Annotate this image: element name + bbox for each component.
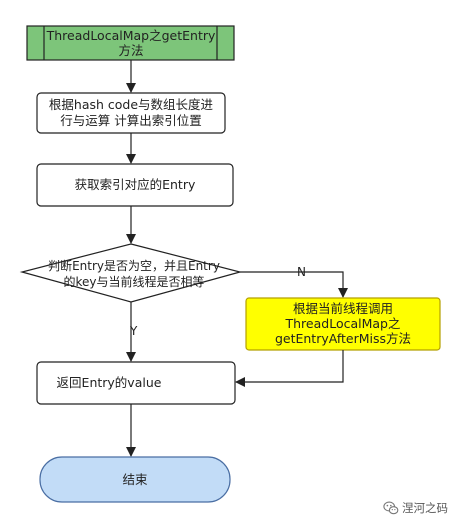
edge-no-label: N [297,265,306,279]
start-node: ThreadLocalMap之getEntry 方法 [26,25,235,61]
get-entry-label: 获取索引对应的Entry [75,177,196,192]
return-value-label: 返回Entry的value [57,375,162,390]
return-value-node: 返回Entry的value [36,361,236,405]
after-miss-line-1: 根据当前线程调用 [293,301,393,316]
start-node-line-1: ThreadLocalMap之getEntry [46,28,216,43]
end-label: 结束 [122,472,148,487]
decision-line-2: 的key与当前线程是否相等 [63,274,204,289]
wechat-icon [383,501,399,515]
after-miss-line-2: ThreadLocalMap之 [285,316,401,331]
decision-node: 判断Entry是否为空，并且Entry 的key与当前线程是否相等 [19,243,243,303]
hash-index-line-1: 根据hash code与数组长度进 [49,97,214,112]
decision-line-1: 判断Entry是否为空，并且Entry [48,258,220,273]
edge-decision-no [240,271,348,298]
edge-yes-label: Y [129,324,138,338]
edge-after-miss-to-return [235,350,344,387]
watermark: 涅河之码 [383,497,448,519]
end-node: 结束 [39,456,231,503]
after-miss-node: 根据当前线程调用 ThreadLocalMap之 getEntryAfterMi… [245,297,441,351]
start-node-line-2: 方法 [118,43,143,58]
hash-index-line-2: 行与运算 计算出索引位置 [60,113,201,128]
after-miss-line-3: getEntryAfterMiss方法 [275,331,411,346]
watermark-text: 涅河之码 [402,501,448,515]
hash-index-node: 根据hash code与数组长度进 行与运算 计算出索引位置 [36,92,226,134]
get-entry-node: 获取索引对应的Entry [36,163,234,207]
